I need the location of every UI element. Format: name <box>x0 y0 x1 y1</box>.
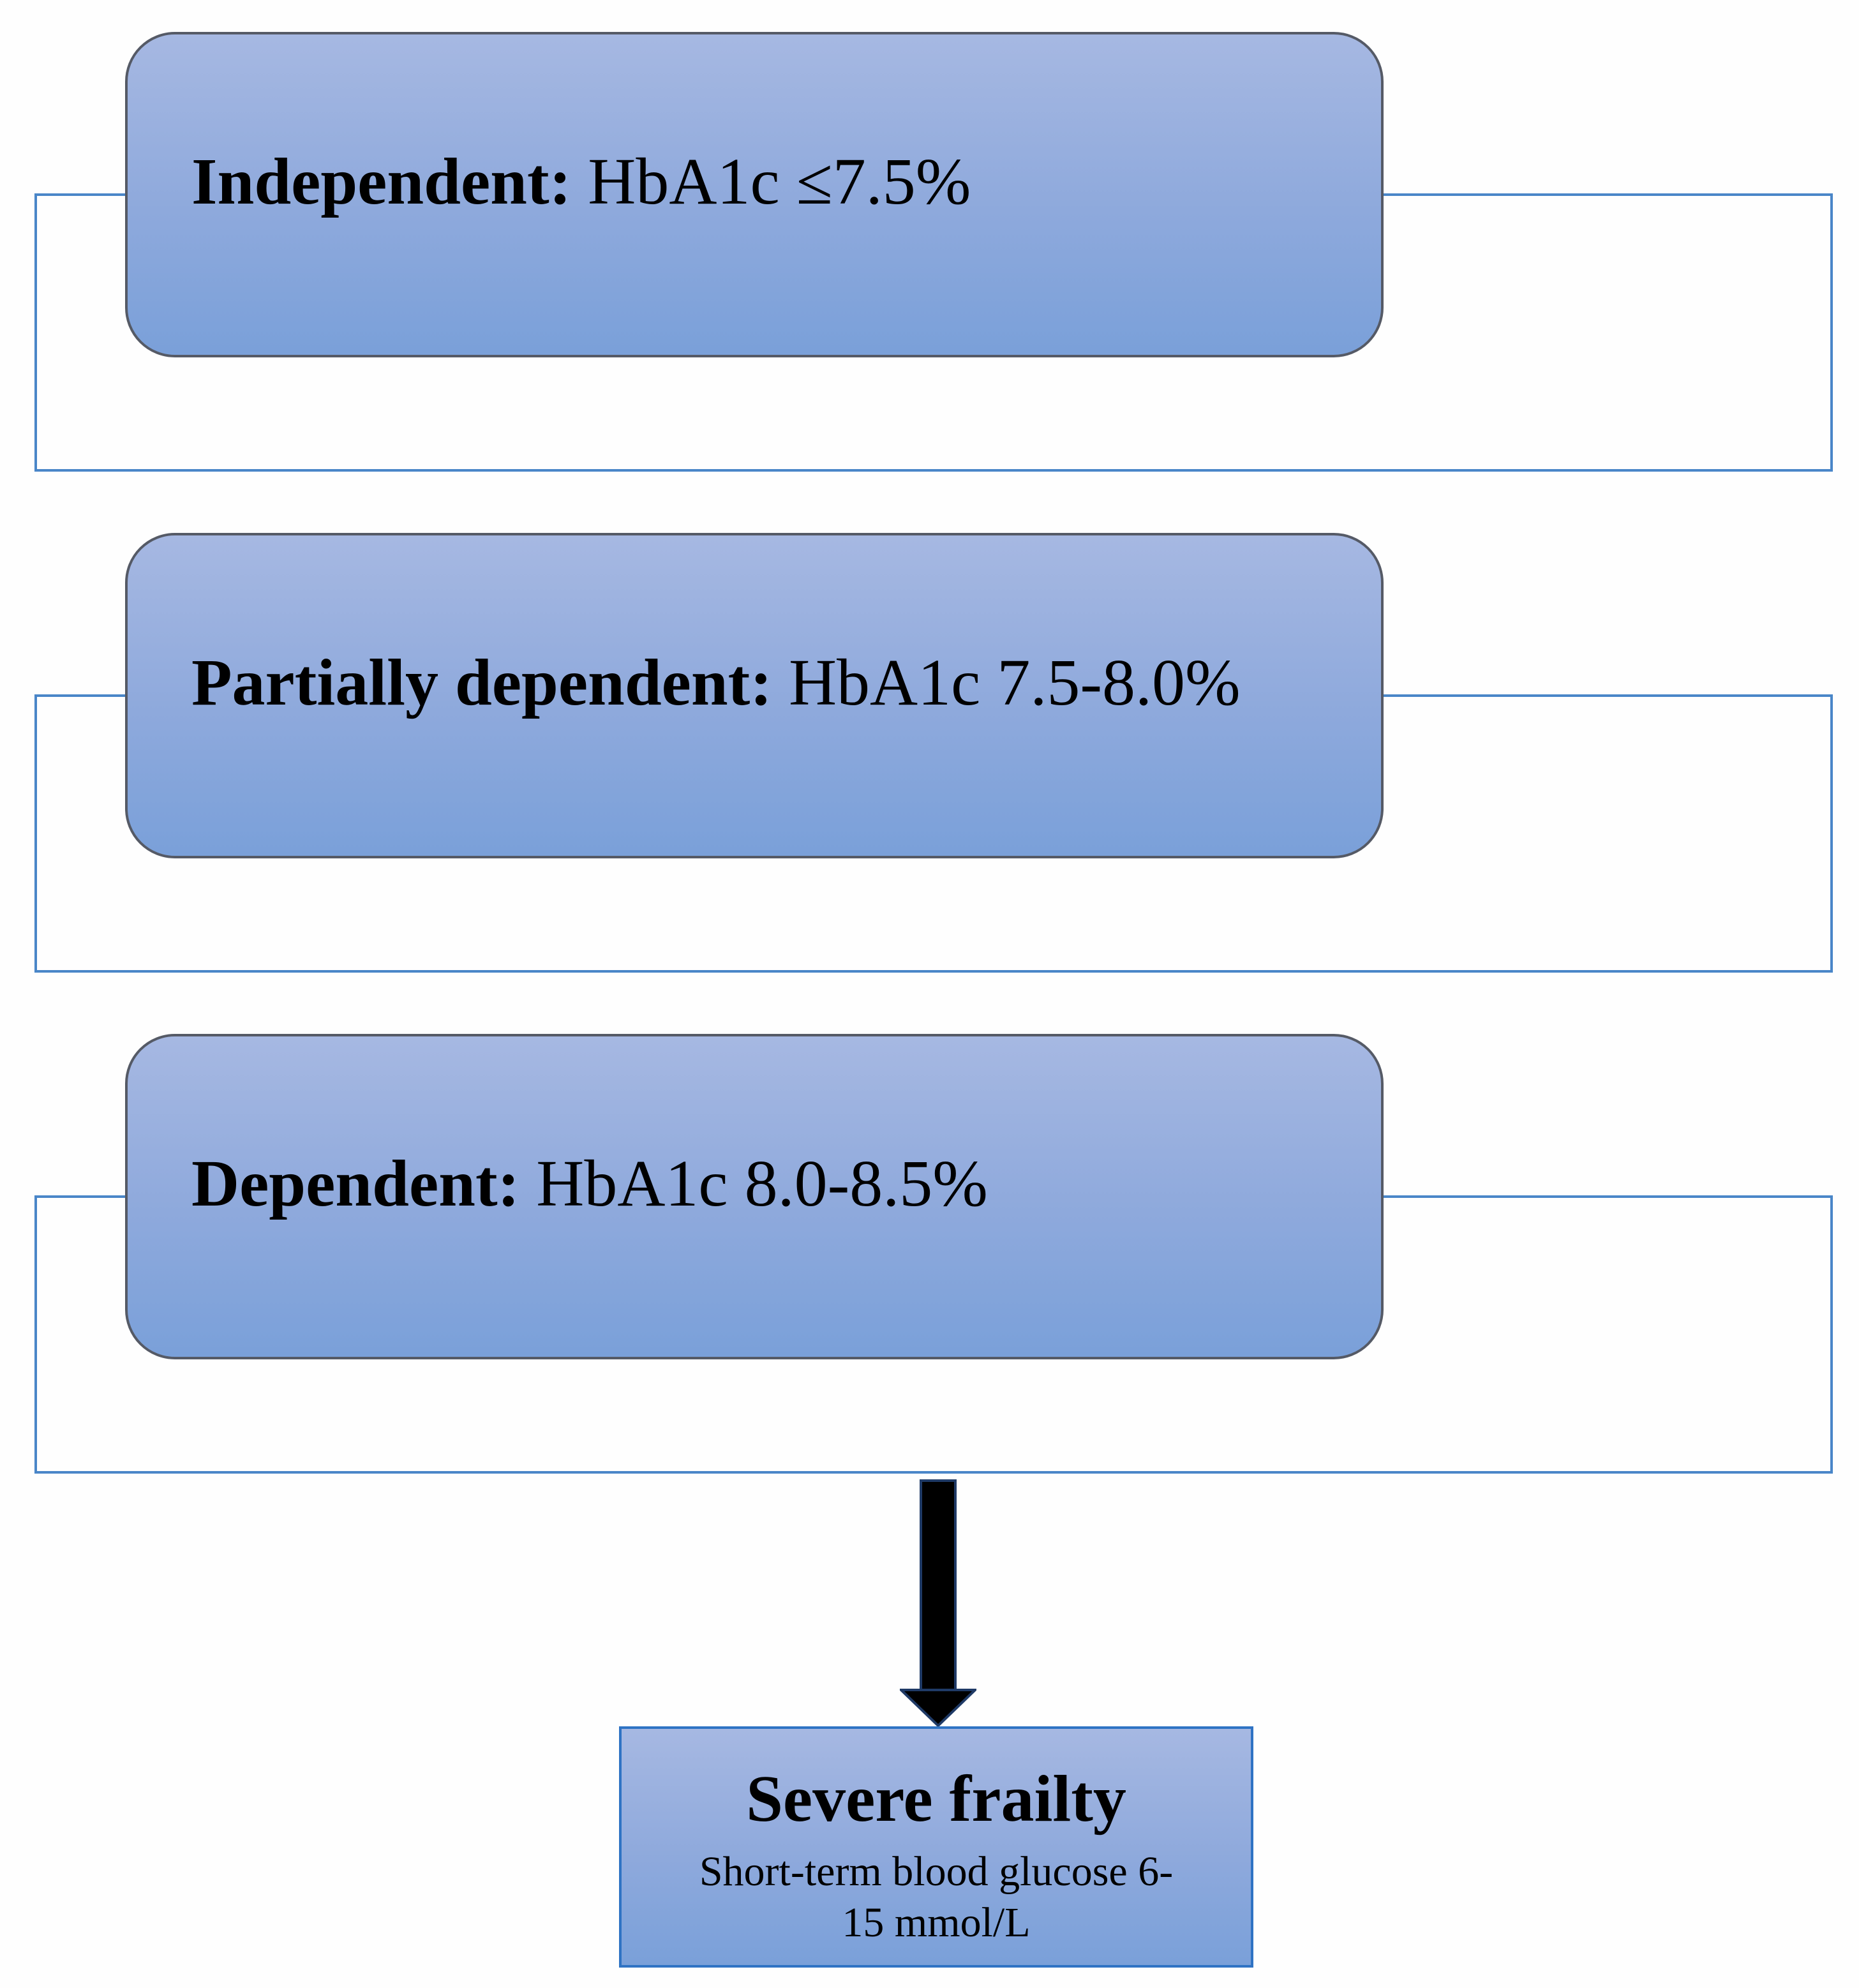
level-text: Independent: HbA1c ≤7.5% <box>191 149 971 215</box>
level-label: Independent: <box>191 145 572 218</box>
down-arrow-icon <box>900 1479 976 1728</box>
level-label: Partially dependent: <box>191 646 772 719</box>
level-card-independent: Independent: HbA1c ≤7.5% <box>125 32 1384 357</box>
result-subtitle-line2: 15 mmol/L <box>842 1899 1031 1946</box>
result-title: Severe frailty <box>746 1762 1126 1835</box>
level-card-dependent: Dependent: HbA1c 8.0-8.5% <box>125 1034 1384 1359</box>
level-text: Dependent: HbA1c 8.0-8.5% <box>191 1151 988 1217</box>
result-subtitle: Short-term blood glucose 6- 15 mmol/L <box>622 1846 1251 1948</box>
level-label: Dependent: <box>191 1147 520 1220</box>
level-value: HbA1c ≤7.5% <box>588 145 971 218</box>
level-card-partially-dependent: Partially dependent: HbA1c 7.5-8.0% <box>125 533 1384 858</box>
result-subtitle-line1: Short-term blood glucose 6- <box>699 1848 1174 1895</box>
level-value: HbA1c 8.0-8.5% <box>536 1147 988 1220</box>
result-box-severe-frailty: Severe frailty Short-term blood glucose … <box>619 1726 1253 1968</box>
level-value: HbA1c 7.5-8.0% <box>788 646 1241 719</box>
level-text: Partially dependent: HbA1c 7.5-8.0% <box>191 650 1241 716</box>
